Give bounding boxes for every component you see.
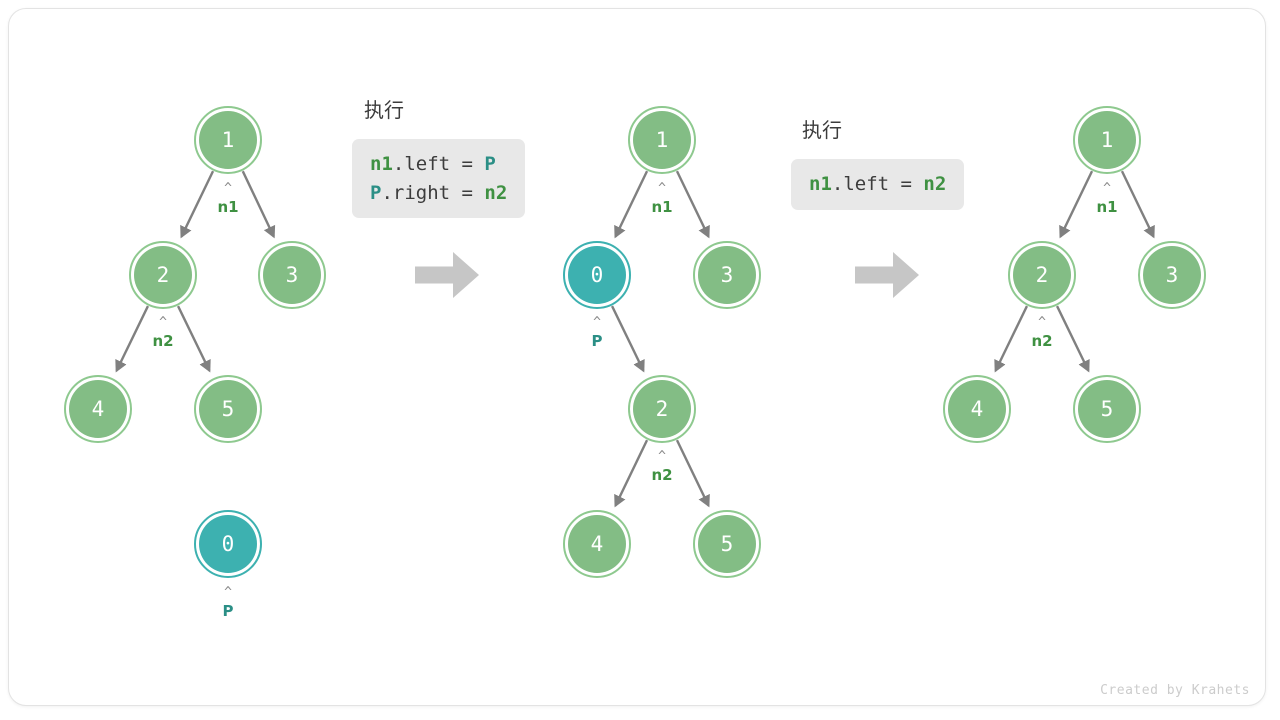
- tree-node-2: 2: [628, 375, 696, 443]
- credit-text: Created by Krahets: [1100, 683, 1250, 698]
- node-outer-ring: [1073, 375, 1141, 443]
- node-value: 2: [156, 262, 170, 287]
- tree-node-4: 4: [64, 375, 132, 443]
- node-value: 5: [1100, 396, 1114, 421]
- caret-icon: ^: [593, 315, 601, 330]
- tree-node-4: 4: [943, 375, 1011, 443]
- code-token: .left =: [392, 153, 485, 175]
- node-outer-ring: [943, 375, 1011, 443]
- code-token: n2: [484, 181, 508, 204]
- node-outer-ring: [194, 375, 262, 443]
- code-token: n1: [809, 173, 832, 195]
- node-value: 5: [221, 396, 235, 421]
- node-value: 3: [285, 262, 299, 287]
- node-value: 2: [655, 396, 669, 421]
- node-value: 1: [221, 127, 235, 152]
- node-value: 2: [1035, 262, 1049, 287]
- caret-icon: ^: [1103, 181, 1111, 196]
- pointer-label-n1: ^ n1: [632, 182, 692, 215]
- node-outer-ring: [1008, 241, 1076, 309]
- pointer-name: n2: [152, 332, 174, 350]
- node-outer-ring: [258, 241, 326, 309]
- node-outer-ring: [563, 241, 631, 309]
- node-outer-ring: [64, 375, 132, 443]
- tree-node-3: 3: [258, 241, 326, 309]
- tree-node-1: 1: [628, 106, 696, 174]
- node-outer-ring: [194, 510, 262, 578]
- code-line: n1.left = n2: [809, 170, 946, 199]
- tree-node-1: 1: [194, 106, 262, 174]
- code-token: P: [484, 153, 496, 175]
- tree-node-5: 5: [693, 510, 761, 578]
- pointer-label-n2: ^ n2: [1012, 316, 1072, 349]
- pointer-name: n1: [651, 198, 673, 216]
- code-token: .right =: [381, 181, 485, 204]
- node-value: 0: [221, 531, 235, 556]
- pointer-label-P: ^P: [567, 316, 627, 349]
- code-line: P.right = n2: [370, 179, 507, 208]
- pointer-name: n2: [1031, 332, 1053, 350]
- node-outer-ring: [194, 106, 262, 174]
- pointer-label-n2: ^ n2: [632, 450, 692, 483]
- node-value: 3: [720, 262, 734, 287]
- caret-icon: ^: [224, 181, 232, 196]
- node-value: 4: [970, 396, 984, 421]
- tree-node-0: 0: [194, 510, 262, 578]
- pointer-name: n1: [1096, 198, 1118, 216]
- node-outer-ring: [563, 510, 631, 578]
- node-outer-ring: [129, 241, 197, 309]
- node-outer-ring: [628, 106, 696, 174]
- node-outer-ring: [628, 375, 696, 443]
- operation-title: 执行: [802, 118, 842, 142]
- code-token: P: [370, 181, 382, 204]
- caret-icon: ^: [658, 449, 666, 464]
- tree-node-4: 4: [563, 510, 631, 578]
- tree-node-1: 1: [1073, 106, 1141, 174]
- tree-node-2: 2: [129, 241, 197, 309]
- node-value: 5: [720, 531, 734, 556]
- tree-node-2: 2: [1008, 241, 1076, 309]
- node-value: 4: [91, 396, 105, 421]
- pointer-label-n1: ^ n1: [1077, 182, 1137, 215]
- node-value: 3: [1165, 262, 1179, 287]
- tree-node-3: 3: [693, 241, 761, 309]
- node-outer-ring: [1138, 241, 1206, 309]
- tree-node-5: 5: [194, 375, 262, 443]
- tree-node-0: 0: [563, 241, 631, 309]
- pointer-name: P: [591, 332, 603, 350]
- operation-title: 执行: [364, 98, 404, 122]
- node-value: 1: [655, 127, 669, 152]
- caret-icon: ^: [159, 315, 167, 330]
- operation-code-box: n1.left = n2: [791, 159, 965, 210]
- pointer-name: P: [222, 602, 234, 620]
- diagram-card: [8, 8, 1266, 706]
- caret-icon: ^: [224, 585, 232, 600]
- caret-icon: ^: [1038, 315, 1046, 330]
- caret-icon: ^: [658, 181, 666, 196]
- tree-node-5: 5: [1073, 375, 1141, 443]
- pointer-label-n2: ^ n2: [133, 316, 193, 349]
- tree-node-3: 3: [1138, 241, 1206, 309]
- node-outer-ring: [693, 241, 761, 309]
- node-value: 1: [1100, 127, 1114, 152]
- code-token: n2: [923, 173, 947, 195]
- pointer-label-n1: ^ n1: [198, 182, 258, 215]
- code-token: n1: [370, 153, 393, 175]
- node-value: 4: [590, 531, 604, 556]
- node-value: 0: [590, 262, 604, 287]
- pointer-label-P: ^P: [198, 586, 258, 619]
- code-line: n1.left = P: [370, 150, 507, 179]
- pointer-name: n1: [217, 198, 239, 216]
- node-outer-ring: [693, 510, 761, 578]
- pointer-name: n2: [651, 466, 673, 484]
- node-outer-ring: [1073, 106, 1141, 174]
- code-token: .left =: [831, 173, 924, 195]
